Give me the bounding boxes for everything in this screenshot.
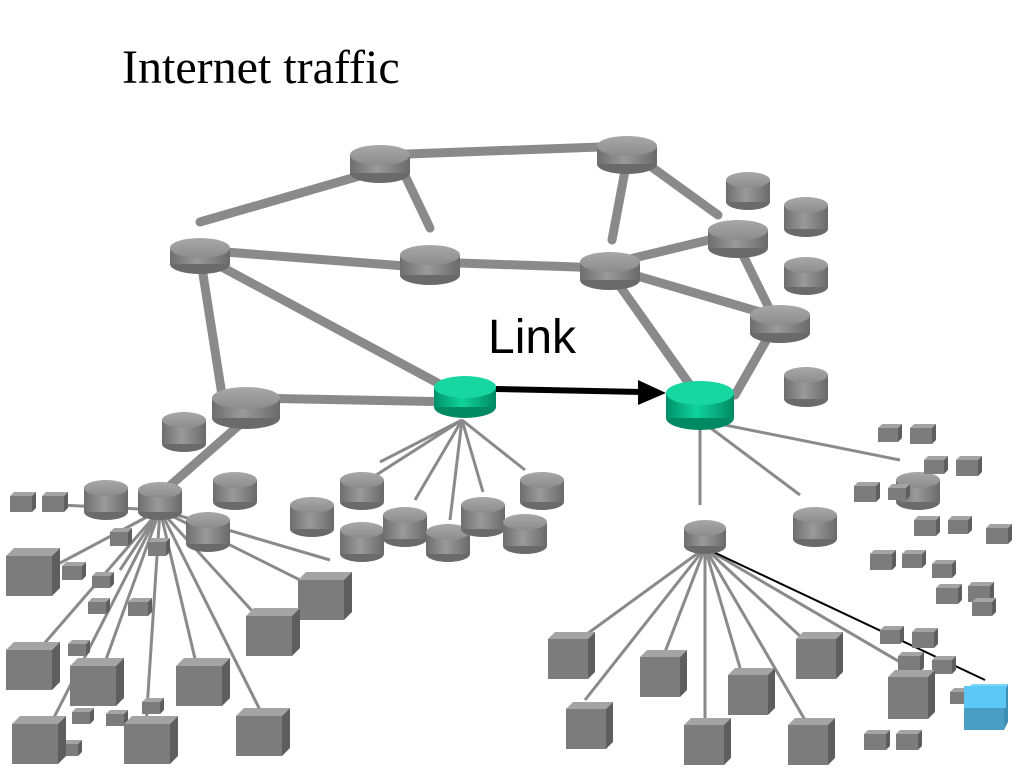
- host-node: [566, 702, 613, 749]
- host-node: [176, 658, 230, 706]
- host-node: [684, 718, 731, 765]
- host-nodes: [6, 424, 1012, 765]
- router-nodes: [84, 136, 940, 562]
- router-node: [503, 514, 547, 554]
- host-node: [896, 730, 922, 750]
- host-node: [880, 626, 904, 644]
- host-node: [70, 658, 124, 706]
- host-node: [236, 708, 290, 756]
- router-node: [597, 136, 657, 174]
- host-node: [298, 572, 352, 620]
- host-node: [42, 492, 68, 512]
- router-node: [426, 524, 470, 562]
- router-node: [383, 507, 427, 547]
- router-node: [170, 238, 230, 274]
- host-node: [888, 484, 910, 500]
- backbone-links: [160, 141, 785, 495]
- router-node: [290, 497, 334, 537]
- host-node: [10, 492, 36, 512]
- host-node: [88, 598, 110, 614]
- router-node: [213, 472, 257, 510]
- router-node: [708, 220, 768, 258]
- router-node: [400, 245, 460, 285]
- host-node: [854, 482, 880, 502]
- host-node: [6, 642, 60, 690]
- router-node: [350, 145, 410, 183]
- router-node: [340, 472, 384, 510]
- router-node: [520, 472, 564, 510]
- host-node: [948, 516, 972, 534]
- host-node: [728, 668, 775, 715]
- router-node: [784, 367, 828, 407]
- host-node: [246, 608, 300, 656]
- router-node: [162, 412, 206, 452]
- host-node: [878, 424, 902, 442]
- host-node: [640, 650, 687, 697]
- host-node: [142, 698, 164, 714]
- host-node: [864, 730, 890, 750]
- link-target-router: [666, 381, 734, 430]
- host-node: [12, 716, 66, 764]
- router-node: [726, 172, 770, 210]
- slide-title: Internet traffic: [122, 41, 400, 94]
- host-node: [898, 652, 924, 672]
- host-node: [932, 560, 956, 578]
- host-node: [110, 528, 132, 546]
- router-node: [793, 507, 837, 547]
- host-node: [902, 550, 926, 568]
- link-label: Link: [488, 311, 577, 364]
- host-node: [128, 598, 152, 616]
- host-node: [788, 718, 835, 765]
- router-node: [750, 305, 810, 343]
- router-node: [186, 512, 230, 552]
- router-node: [461, 497, 505, 537]
- host-node: [92, 572, 114, 588]
- host-node: [796, 632, 843, 679]
- host-node: [62, 562, 86, 580]
- host-node: [936, 584, 962, 604]
- link-arrow: [495, 380, 666, 405]
- router-node: [84, 480, 128, 520]
- host-node: [106, 710, 128, 726]
- endpoint-host: [964, 684, 1008, 730]
- host-node: [72, 708, 94, 724]
- router-node: [138, 482, 182, 520]
- host-node: [548, 632, 595, 679]
- host-node: [910, 424, 936, 444]
- host-node: [956, 456, 982, 476]
- host-node: [972, 598, 996, 616]
- host-node: [914, 516, 940, 536]
- host-node: [124, 716, 178, 764]
- router-node: [340, 522, 384, 562]
- router-node: [784, 257, 828, 295]
- host-node: [924, 456, 948, 474]
- host-node: [986, 524, 1012, 544]
- host-node: [888, 670, 935, 719]
- link-source-router: [434, 376, 496, 418]
- router-node: [684, 520, 726, 554]
- host-node: [68, 640, 90, 656]
- host-node: [6, 548, 60, 596]
- host-node: [912, 628, 938, 648]
- router-node: [784, 197, 828, 237]
- host-node: [870, 550, 896, 570]
- host-node: [148, 538, 170, 556]
- router-node: [212, 387, 280, 429]
- router-node: [580, 252, 640, 290]
- host-node: [932, 656, 956, 674]
